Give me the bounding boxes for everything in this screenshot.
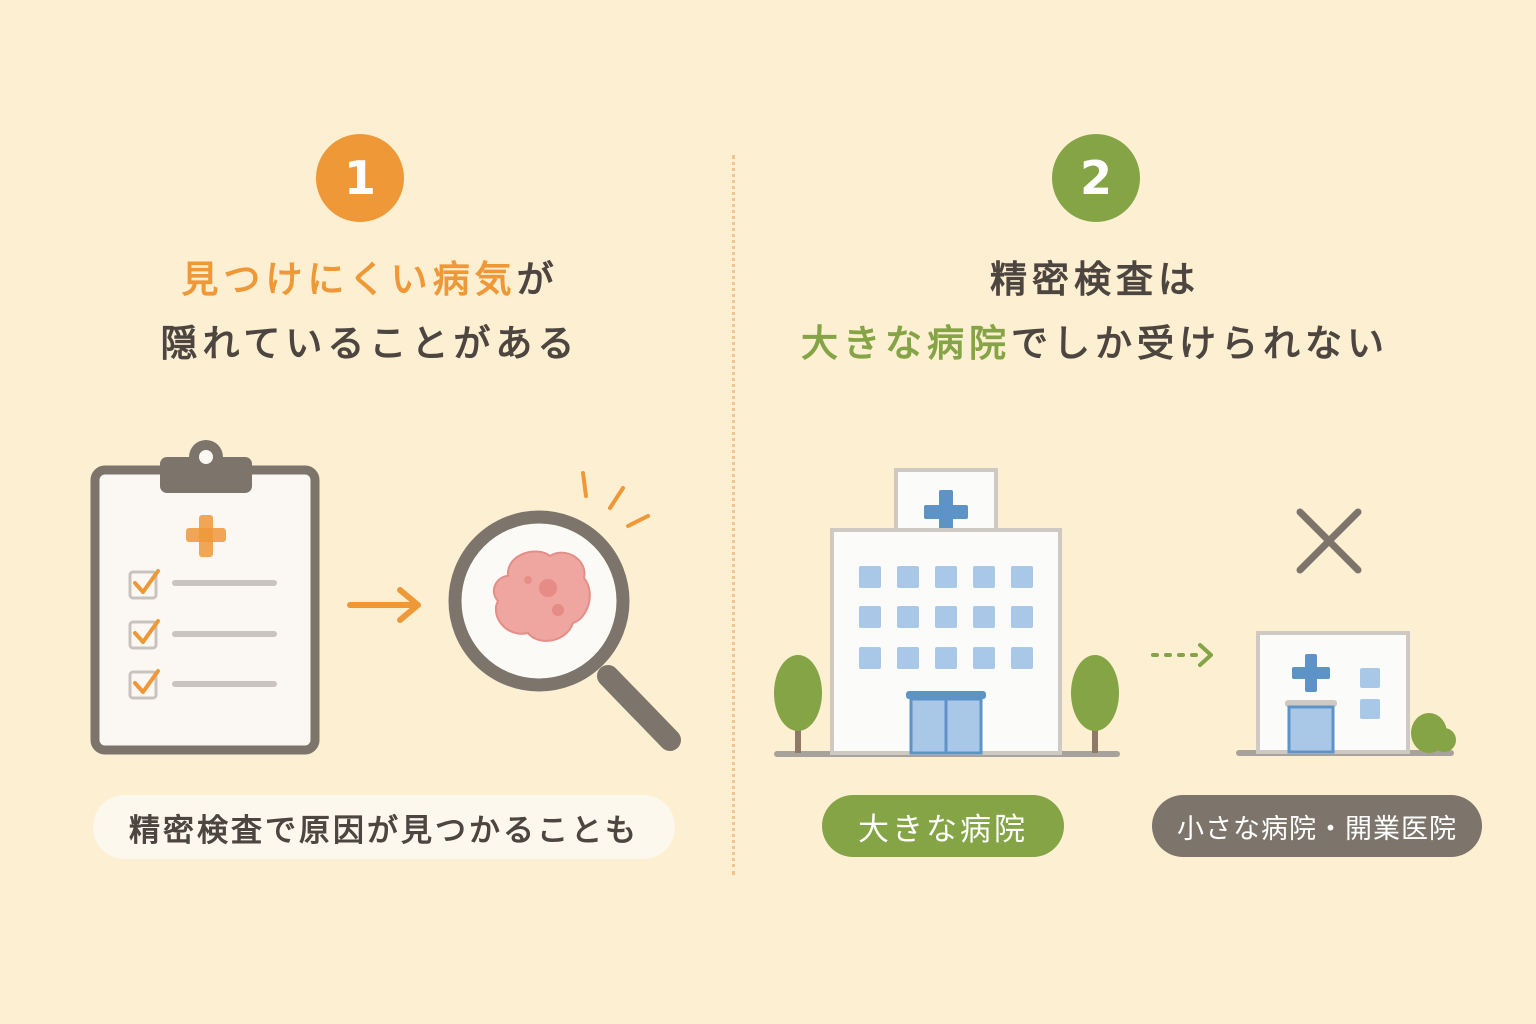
small-clinic-label: 小さな病院・開業医院	[1152, 795, 1482, 857]
right-headline: 精密検査は 大きな病院でしか受けられない	[790, 248, 1400, 376]
clipboard-icon	[90, 440, 320, 755]
small-clinic-icon	[1236, 631, 1456, 756]
left-headline-highlight: 見つけにくい病気	[181, 258, 517, 301]
big-hospital-label-text: 大きな病院	[858, 811, 1028, 848]
step-1-number: 1	[343, 151, 376, 205]
step-2-number: 2	[1079, 151, 1112, 205]
step-2-badge: 2	[1052, 134, 1140, 222]
right-headline-line2: 大きな病院でしか受けられない	[790, 312, 1400, 376]
left-caption: 精密検査で原因が見つかることも	[93, 795, 675, 859]
right-headline-highlight: 大きな病院	[801, 322, 1011, 365]
big-hospital-label: 大きな病院	[822, 795, 1064, 857]
left-headline-line1: 見つけにくい病気が	[120, 248, 620, 312]
arrow-right-icon	[347, 587, 421, 623]
big-hospital-icon	[774, 468, 1120, 757]
cross-mark-icon	[1296, 508, 1362, 574]
section-divider	[732, 155, 735, 875]
left-headline-line1-rest: が	[516, 258, 559, 301]
magnifier-icon	[448, 471, 681, 751]
left-headline: 見つけにくい病気が 隠れていることがある	[120, 248, 620, 376]
step-1-badge: 1	[316, 134, 404, 222]
left-headline-line2: 隠れていることがある	[160, 322, 580, 365]
right-headline-line1: 精密検査は	[990, 258, 1200, 301]
right-headline-line2-rest: でしか受けられない	[1011, 322, 1389, 365]
small-clinic-label-text: 小さな病院・開業医院	[1177, 813, 1457, 845]
left-caption-text: 精密検査で原因が見つかることも	[129, 812, 639, 849]
dotted-arrow-icon	[1151, 643, 1213, 667]
